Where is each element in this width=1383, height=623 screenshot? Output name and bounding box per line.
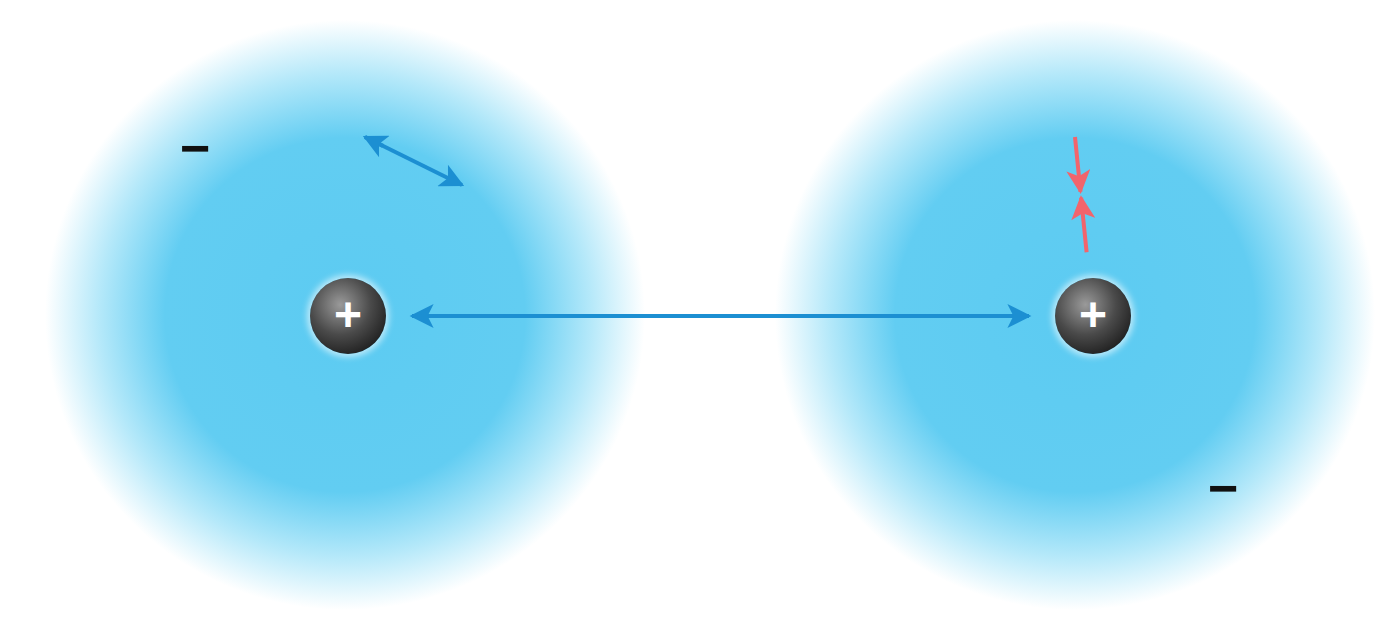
attraction-arrow <box>1075 137 1087 252</box>
repulsion-arrow <box>412 316 1029 317</box>
repulsion-arrow <box>365 137 462 185</box>
arrow-half <box>1081 198 1086 253</box>
arrow-half <box>1075 137 1080 192</box>
nucleus-charge: + <box>1079 291 1107 339</box>
electron-cloud: −+ <box>775 20 1375 610</box>
arrow-line <box>412 314 1029 318</box>
arrow-head <box>365 137 383 146</box>
electron-cloud: −+ <box>45 20 645 610</box>
arrow-line <box>365 137 462 185</box>
electron-charge: − <box>1208 462 1238 514</box>
nucleus-charge: + <box>334 291 362 339</box>
nucleus: + <box>310 278 386 354</box>
arrow-head <box>412 314 432 318</box>
nucleus: + <box>1055 278 1131 354</box>
electron-charge: − <box>180 122 210 174</box>
